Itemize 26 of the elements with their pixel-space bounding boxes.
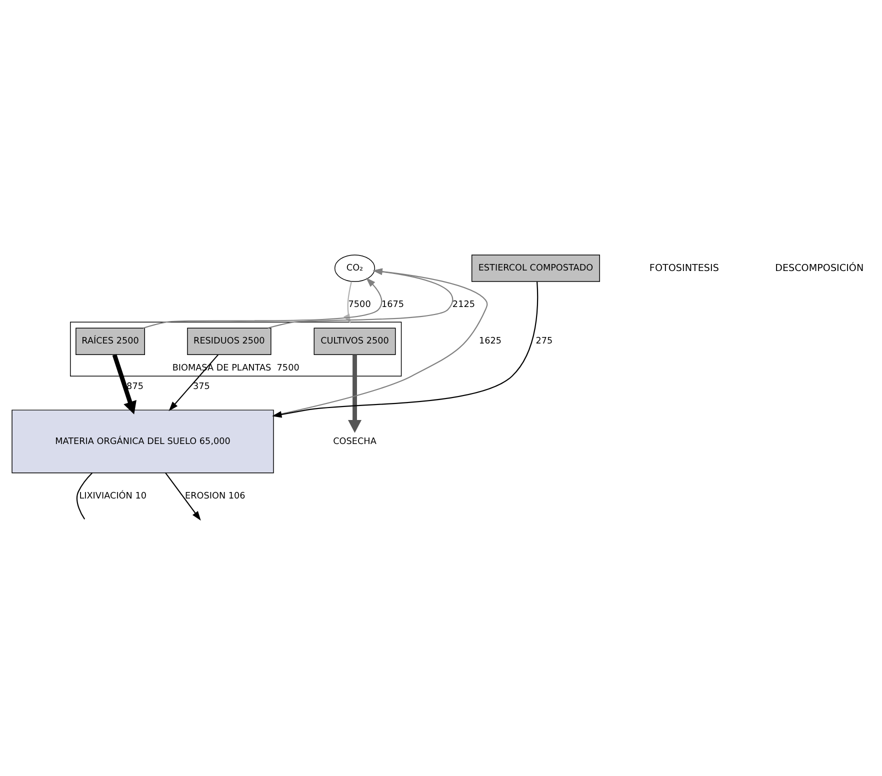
edge-label: 1625 bbox=[479, 336, 502, 346]
edge-label: 1675 bbox=[382, 300, 404, 310]
arrow bbox=[348, 354, 362, 432]
edge-label: 2125 bbox=[452, 300, 475, 310]
connector bbox=[76, 472, 93, 520]
node-text: COSECHA bbox=[333, 436, 376, 446]
label: DESCOMPOSICIÓN bbox=[775, 262, 864, 274]
arrow bbox=[112, 354, 136, 414]
edge-label: 875 bbox=[126, 382, 144, 392]
node-box: RESIDUOS 2500 bbox=[187, 327, 272, 355]
arrow bbox=[272, 281, 538, 418]
edge-label: 7500 bbox=[348, 300, 371, 310]
arrow bbox=[268, 268, 453, 328]
arrow bbox=[143, 277, 382, 328]
edge-label: 375 bbox=[193, 382, 210, 392]
label: FOTOSINTESIS bbox=[649, 262, 719, 274]
node-box: RAÍCES 2500 bbox=[76, 327, 145, 355]
edge-label: EROSION 106 bbox=[185, 490, 246, 501]
edge-label: LIXIVIACIÓN 10 bbox=[79, 490, 147, 501]
edge-label: 275 bbox=[536, 336, 553, 346]
node-ellipse: CO₂ bbox=[334, 254, 376, 282]
node-box: CULTIVOS 2500 bbox=[314, 327, 396, 355]
arrow bbox=[165, 472, 201, 520]
node-box: ESTIERCOL COMPOSTADO bbox=[471, 254, 600, 282]
node-box: MATERIA ORGÁNICA DEL SUELO 65,000 bbox=[12, 409, 274, 473]
arrow bbox=[168, 354, 218, 411]
